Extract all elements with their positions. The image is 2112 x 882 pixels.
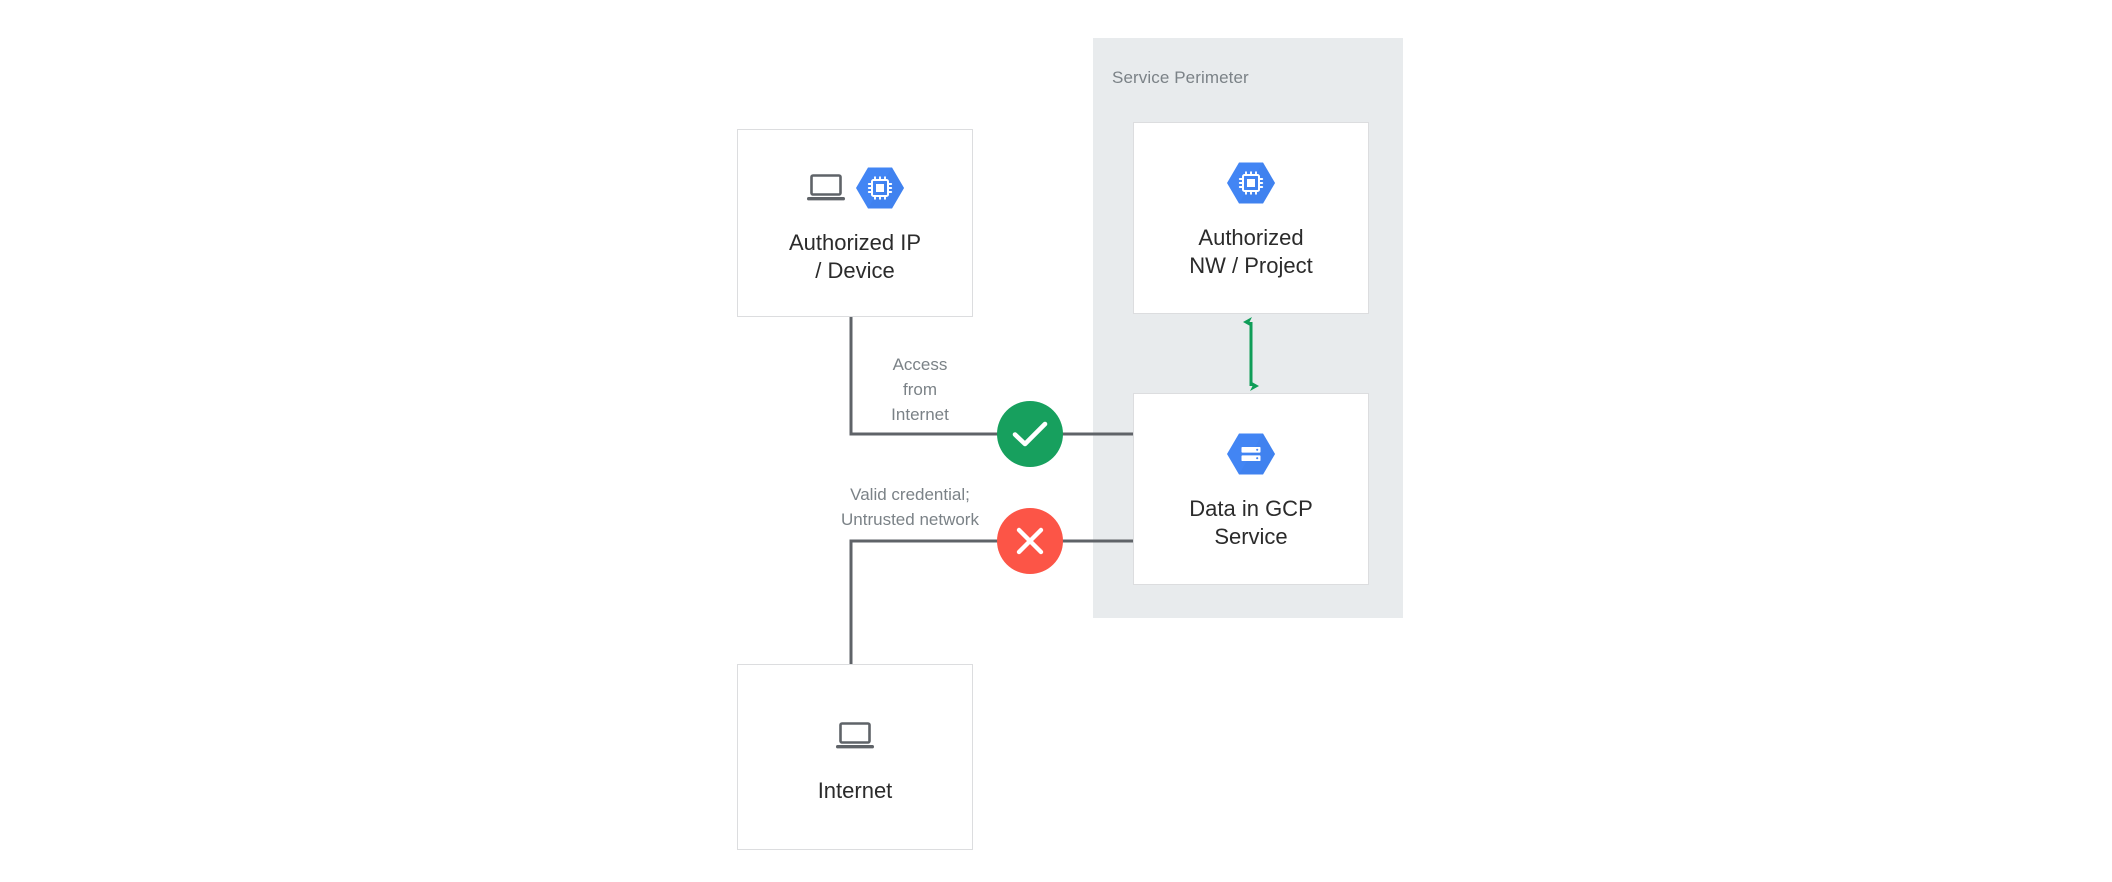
allow-badge[interactable] [997, 401, 1063, 467]
node-authorized-device-label: Authorized IP / Device [788, 229, 922, 283]
gcp-compute-hexagon-icon [856, 167, 904, 209]
node-icon-group [1227, 427, 1275, 481]
wire-internet-to-deny [849, 539, 1000, 664]
edge-label-valid-credential: Valid credential; Untrusted network [841, 485, 979, 530]
node-authorized-nw-project-label: Authorized NW / Project [1189, 224, 1313, 278]
laptop-icon [836, 722, 874, 749]
close-icon [1016, 527, 1044, 555]
service-perimeter-label: Service Perimeter [1112, 68, 1249, 87]
node-authorized-device[interactable]: Authorized IP / Device [737, 129, 973, 317]
node-internet[interactable]: Internet [737, 664, 973, 850]
gcp-database-hexagon-icon [1227, 433, 1275, 475]
gcp-compute-hexagon-icon [1227, 162, 1275, 204]
node-icon-group [835, 709, 875, 763]
check-icon [1012, 421, 1048, 447]
edge-label-access-from-internet: Access from Internet [891, 355, 949, 425]
laptop-icon [807, 174, 845, 201]
deny-badge[interactable] [997, 508, 1063, 574]
node-internet-label: Internet [817, 777, 893, 803]
node-icon-group [1227, 156, 1275, 210]
node-data-in-gcp-service-label: Data in GCP Service [1189, 495, 1313, 549]
node-icon-group [806, 161, 904, 215]
node-data-in-gcp-service[interactable]: Data in GCP Service [1133, 393, 1369, 585]
node-authorized-nw-project[interactable]: Authorized NW / Project [1133, 122, 1369, 314]
